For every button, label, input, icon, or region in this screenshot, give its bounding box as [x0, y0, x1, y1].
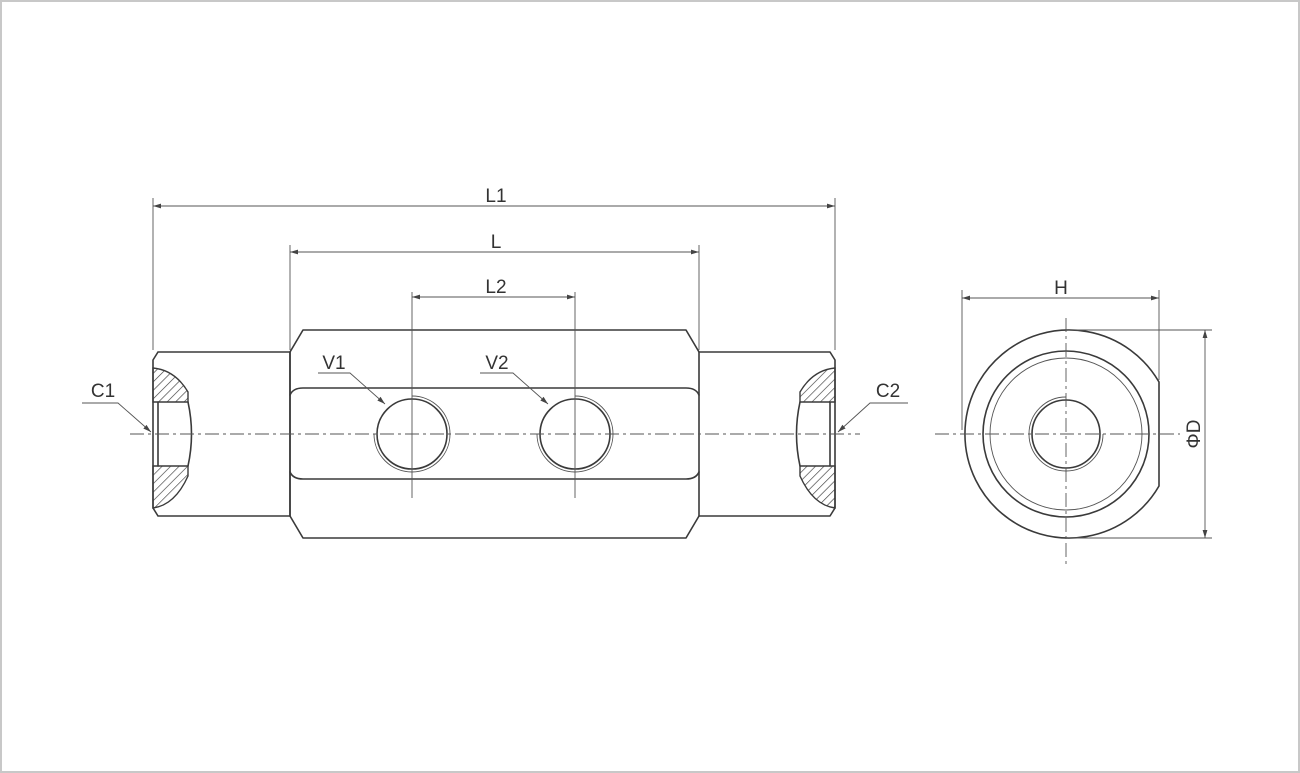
side-outer-profile — [964, 329, 1160, 539]
c2-leader — [837, 402, 908, 433]
c1-leader — [82, 402, 152, 433]
front-view: L1 L L2 V1 V2 C1 C2 — [82, 186, 908, 539]
right-port-inner — [795, 401, 801, 467]
label-c2: C2 — [876, 381, 900, 402]
left-port-hatch-bottom — [152, 465, 189, 509]
label-l: L — [491, 232, 502, 253]
label-v2: V2 — [485, 353, 508, 374]
hex-flat-bottom — [289, 471, 700, 480]
side-thread-arc — [1028, 396, 1104, 472]
v1-leader — [318, 372, 386, 405]
label-l1: L1 — [485, 186, 506, 207]
v2-thread-arc — [536, 395, 614, 473]
hex-flat-top — [289, 387, 700, 396]
v1-thread-arc — [373, 395, 451, 473]
label-d: ΦD — [1184, 420, 1205, 449]
right-port-hatch-top — [799, 367, 836, 403]
label-h: H — [1054, 278, 1068, 299]
label-v1: V1 — [322, 353, 345, 374]
v2-leader — [480, 372, 549, 405]
label-l2: L2 — [485, 277, 506, 298]
right-port-hatch-bottom — [799, 465, 836, 509]
left-end-body — [152, 351, 291, 517]
side-view: H ΦD — [935, 278, 1212, 566]
left-port-hatch-top — [152, 367, 189, 403]
label-c1: C1 — [91, 381, 115, 402]
